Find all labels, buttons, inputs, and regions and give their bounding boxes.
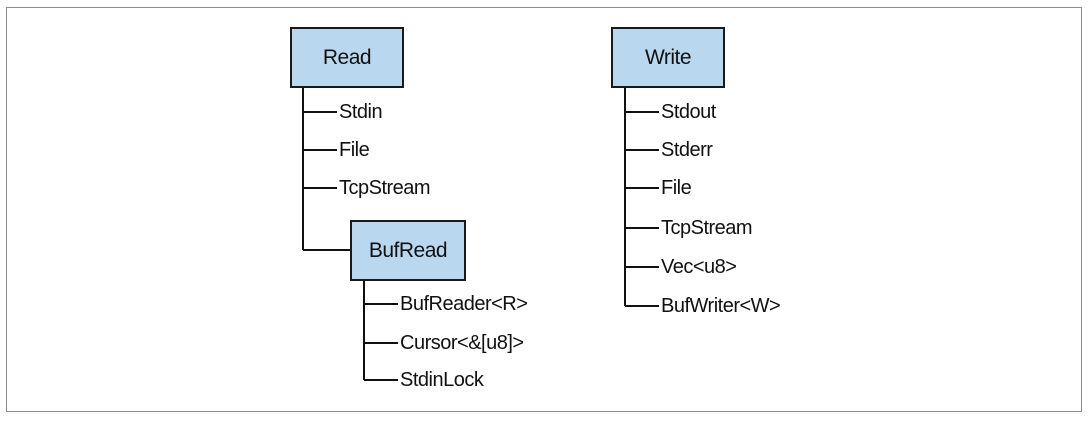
bufread-child-stdinlock: StdinLock bbox=[400, 369, 484, 391]
bufread-child-bufreader: BufReader<R> bbox=[400, 293, 528, 315]
write-child-stderr: Stderr bbox=[661, 139, 713, 161]
write-child-tcpstream: TcpStream bbox=[661, 217, 753, 239]
read-child-file: File bbox=[339, 139, 370, 161]
diagram-frame bbox=[6, 7, 1082, 412]
read-trait-label: Read bbox=[322, 45, 372, 69]
bufread-child-cursor: Cursor<&[u8]> bbox=[400, 332, 524, 354]
read-child-stdin: Stdin bbox=[339, 101, 383, 123]
bufread-trait-box: BufRead bbox=[350, 220, 466, 281]
write-trait-box: Write bbox=[611, 27, 725, 88]
write-child-vec: Vec<u8> bbox=[661, 256, 737, 278]
write-trait-label: Write bbox=[644, 45, 692, 69]
read-child-tcpstream: TcpStream bbox=[339, 177, 431, 199]
write-child-stdout: Stdout bbox=[661, 101, 716, 123]
read-trait-box: Read bbox=[290, 27, 404, 88]
write-child-file: File bbox=[661, 177, 692, 199]
write-child-bufwriter: BufWriter<W> bbox=[661, 295, 781, 317]
bufread-trait-label: BufRead bbox=[368, 238, 448, 262]
